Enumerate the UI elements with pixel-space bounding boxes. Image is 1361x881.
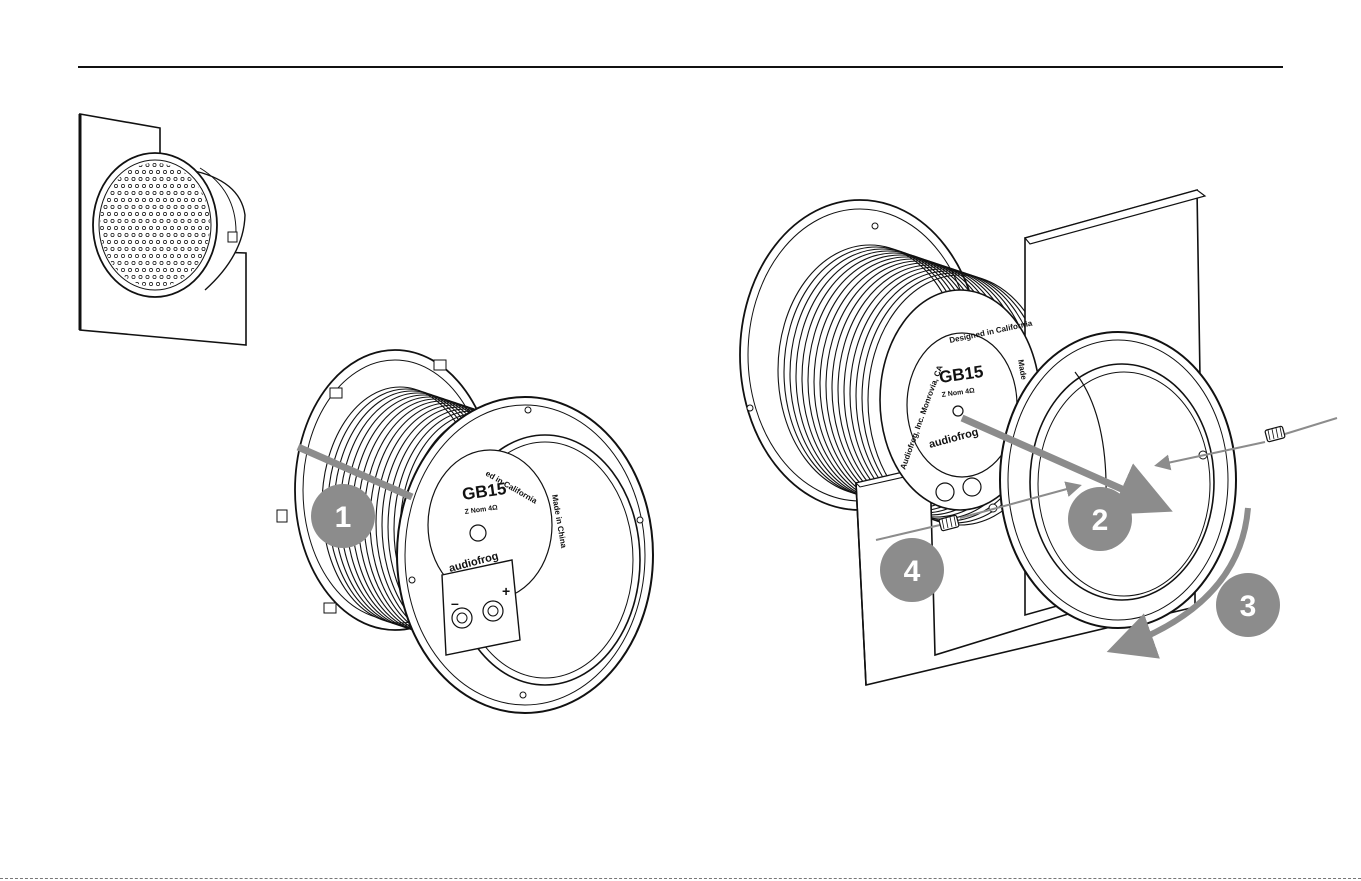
grille-mounted-icon (80, 114, 246, 345)
step-number: 1 (335, 501, 352, 534)
step-badge-3: 3 (1216, 573, 1280, 637)
step-badge-4: 4 (880, 538, 944, 602)
step-number: 4 (904, 555, 921, 588)
step-number: 2 (1092, 504, 1109, 537)
step-badge-2: 2 (1068, 487, 1132, 551)
step-number: 3 (1240, 590, 1257, 623)
terminal-plus-label: + (502, 583, 510, 599)
step-badge-1: 1 (311, 484, 375, 548)
bottom-dashed-line (0, 878, 1361, 879)
terminal-minus-label: – (451, 595, 459, 611)
